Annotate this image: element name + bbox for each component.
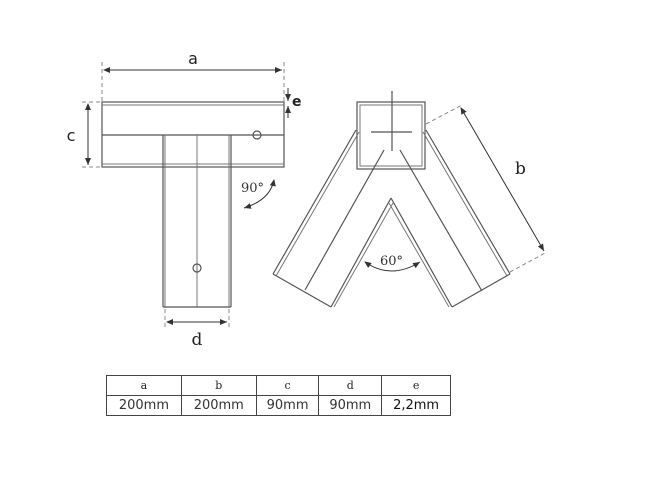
label-a: a bbox=[188, 49, 198, 68]
value-e: 2,2mm bbox=[381, 395, 451, 416]
bolt-hole-icon bbox=[192, 263, 202, 273]
header-e: e bbox=[381, 375, 451, 396]
label-b: b bbox=[515, 159, 526, 179]
label-d: d bbox=[192, 330, 203, 350]
header-a: a bbox=[106, 375, 182, 396]
header-d: d bbox=[318, 375, 383, 396]
label-c: c bbox=[67, 126, 76, 145]
label-e: e bbox=[292, 94, 302, 110]
value-b: 200mm bbox=[180, 395, 257, 416]
header-c: c bbox=[255, 375, 320, 396]
table-value-row: 200mm 200mm 90mm 90mm 2,2mm bbox=[106, 395, 451, 416]
value-d: 90mm bbox=[318, 395, 383, 416]
table-header-row: a b c d e bbox=[106, 375, 451, 396]
bolt-hole-icon bbox=[252, 130, 262, 140]
y-center-tube bbox=[356, 101, 426, 170]
t-joint-drawing: a c e d 90° bbox=[67, 49, 302, 350]
dimensions-table: a b c d e 200mm 200mm 90mm 90mm 2,2mm bbox=[106, 375, 451, 416]
value-c: 90mm bbox=[255, 395, 320, 416]
angle-60-label: 60° bbox=[380, 254, 403, 269]
header-b: b bbox=[180, 375, 257, 396]
value-a: 200mm bbox=[106, 395, 182, 416]
angle-90-label: 90° bbox=[241, 181, 264, 196]
y-joint-drawing: b 60° bbox=[272, 91, 548, 308]
